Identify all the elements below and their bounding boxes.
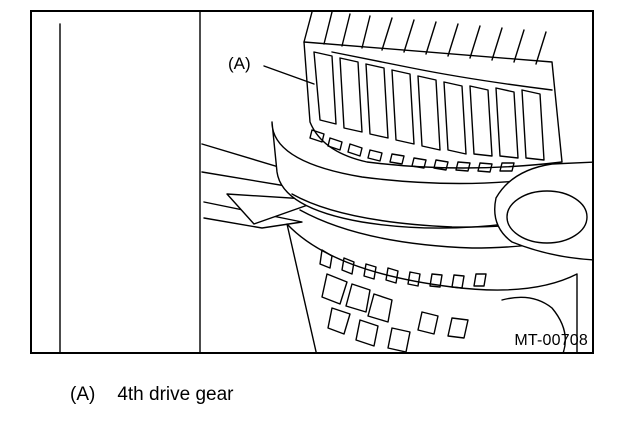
figure-code: MT-00708 (514, 332, 588, 349)
legend-text: 4th drive gear (117, 384, 234, 405)
hand-outline (501, 296, 566, 352)
legend-item: (A) 4th drive gear (70, 384, 234, 406)
lower-gear-teeth (319, 249, 487, 352)
callout-label: (A) (228, 54, 251, 73)
legend-key: (A) (70, 384, 96, 405)
callout-leader-line (263, 65, 315, 85)
upper-gear-body (303, 41, 563, 169)
upper-gear-teeth (303, 12, 553, 161)
sync-teeth (309, 129, 515, 173)
gear-illustration (59, 12, 592, 352)
housing-bore (506, 190, 588, 244)
right-housing (494, 161, 592, 261)
illustration-frame: (A) MT-00708 (30, 10, 594, 354)
